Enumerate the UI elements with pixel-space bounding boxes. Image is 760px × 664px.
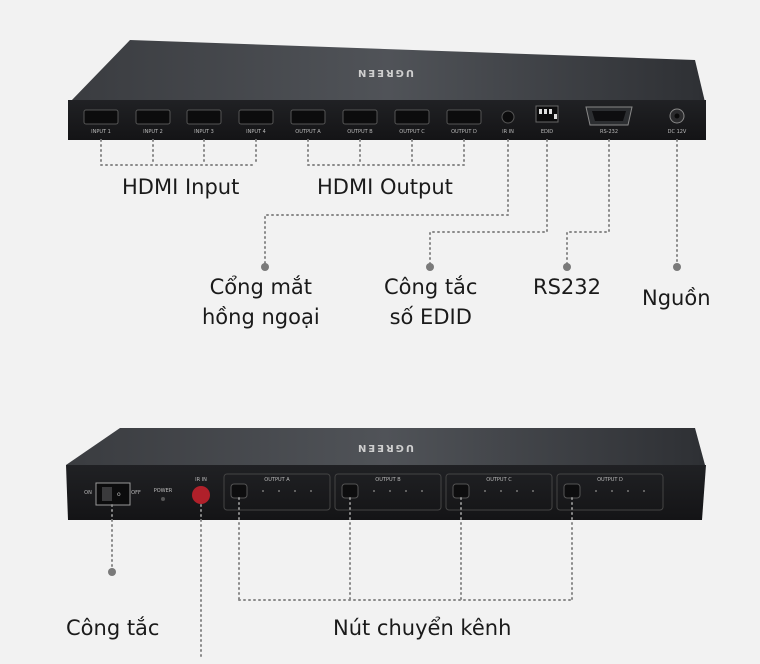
hdmi-port bbox=[342, 109, 378, 125]
front-leader-dot bbox=[108, 568, 116, 576]
port-label: INPUT 4 bbox=[246, 129, 266, 135]
rs232-port bbox=[585, 106, 633, 126]
output-group-label: OUTPUT A bbox=[264, 477, 290, 483]
power-led bbox=[161, 497, 165, 501]
hdmi-port bbox=[83, 109, 119, 125]
front-device-face bbox=[66, 465, 706, 520]
ir-label: IR IN bbox=[502, 129, 514, 135]
channel-button bbox=[452, 483, 470, 499]
rear-brand-logo: UGREEN bbox=[356, 67, 414, 78]
port-label: OUTPUT D bbox=[451, 129, 477, 135]
channel-button bbox=[230, 483, 248, 499]
channel-button bbox=[563, 483, 581, 499]
svg-text:o: o bbox=[117, 491, 121, 498]
callout-ir-sensor: Cổng mắt hồng ngoại bbox=[202, 275, 320, 329]
output-group-label: OUTPUT D bbox=[597, 477, 623, 483]
rear-leader-lines bbox=[100, 139, 678, 266]
channel-group-b: OUTPUT B bbox=[334, 473, 442, 511]
channel-group-d: OUTPUT D bbox=[556, 473, 664, 511]
ir-window bbox=[192, 486, 210, 504]
power-switch: o bbox=[95, 482, 131, 506]
dc-label: DC 12V bbox=[668, 129, 687, 135]
callout-hdmi-output: HDMI Output bbox=[317, 175, 453, 199]
callout-channel-buttons: Nút chuyển kênh bbox=[333, 616, 512, 640]
callout-edid-switch: Công tắc số EDID bbox=[384, 275, 478, 329]
rear-device-top bbox=[70, 40, 705, 102]
port-label: INPUT 3 bbox=[194, 129, 214, 135]
power-label: POWER bbox=[154, 488, 173, 494]
edid-dip-switch bbox=[535, 105, 559, 123]
port-label: INPUT 2 bbox=[143, 129, 163, 135]
front-device-top bbox=[66, 428, 705, 465]
callout-hdmi-input: HDMI Input bbox=[122, 175, 240, 199]
ir-window-label: IR IN bbox=[195, 477, 207, 483]
channel-button bbox=[341, 483, 359, 499]
hdmi-port bbox=[135, 109, 171, 125]
hdmi-port bbox=[290, 109, 326, 125]
front-brand-logo: UGREEN bbox=[356, 442, 414, 453]
port-label: INPUT 1 bbox=[91, 129, 111, 135]
rs232-label: RS-232 bbox=[600, 129, 618, 135]
front-leader-lines bbox=[111, 497, 573, 661]
off-label: OFF bbox=[131, 490, 141, 496]
on-label: ON bbox=[84, 490, 92, 496]
port-label: OUTPUT C bbox=[399, 129, 425, 135]
hdmi-input-ports: INPUT 1 INPUT 2 INPUT 3 INPUT 4 bbox=[83, 109, 274, 135]
port-label: OUTPUT B bbox=[347, 129, 373, 135]
callout-power: Nguồn bbox=[642, 286, 711, 310]
front-device: UGREEN ON o OFF POWER IR IN OUTPUT A OUT… bbox=[66, 428, 706, 520]
output-group-label: OUTPUT B bbox=[375, 477, 401, 483]
output-group-label: OUTPUT C bbox=[486, 477, 512, 483]
hdmi-port bbox=[394, 109, 430, 125]
rear-device: UGREEN INPUT 1 INPUT 2 INPUT 3 INPUT 4 O… bbox=[68, 40, 706, 140]
channel-group-a: OUTPUT A bbox=[223, 473, 331, 511]
hdmi-port bbox=[446, 109, 482, 125]
port-label: OUTPUT A bbox=[295, 129, 321, 135]
hdmi-port bbox=[186, 109, 222, 125]
hdmi-port bbox=[238, 109, 274, 125]
callout-rs232: RS232 bbox=[533, 275, 602, 299]
rear-leader-dots bbox=[261, 263, 681, 271]
hdmi-output-ports: OUTPUT A OUTPUT B OUTPUT C OUTPUT D bbox=[290, 109, 482, 135]
callout-power-switch: Công tắc bbox=[66, 616, 160, 640]
channel-group-c: OUTPUT C bbox=[445, 473, 553, 511]
ir-jack bbox=[501, 110, 515, 124]
edid-label: EDID bbox=[541, 129, 553, 135]
